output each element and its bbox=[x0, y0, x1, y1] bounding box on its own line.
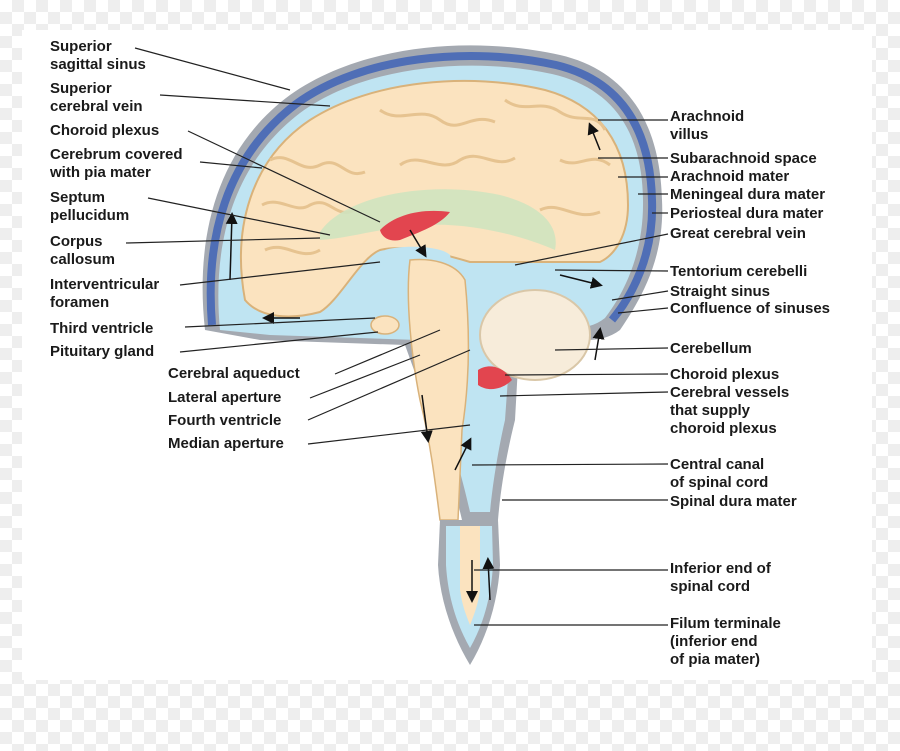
label-confluence-of-sinuses: Confluence of sinuses bbox=[670, 300, 831, 317]
label-superior-sagittal-sinus: Superior sagittal sinus bbox=[50, 38, 146, 73]
label-lateral-aperture: Lateral aperture bbox=[168, 389, 282, 406]
label-cerebral-vessels: Cerebral vessels that supply choroid ple… bbox=[670, 384, 790, 437]
label-corpus-callosum: Corpus callosum bbox=[50, 233, 116, 268]
choroid-plexus-lower bbox=[478, 366, 512, 390]
label-great-cerebral-vein: Great cerebral vein bbox=[670, 225, 806, 242]
label-median-aperture: Median aperture bbox=[168, 435, 284, 452]
label-choroid-plexus-lower: Choroid plexus bbox=[670, 366, 780, 383]
label-tentorium-cerebelli: Tentorium cerebelli bbox=[670, 263, 808, 280]
label-pituitary-gland: Pituitary gland bbox=[50, 343, 155, 360]
label-septum-pellucidum: Septum pellucidum bbox=[50, 189, 130, 224]
csf-flow-arrows bbox=[225, 122, 605, 603]
label-central-canal: Central canal of spinal cord bbox=[670, 456, 769, 491]
leader-lines bbox=[125, 47, 669, 626]
label-choroid-plexus-upper: Choroid plexus bbox=[50, 122, 160, 139]
label-straight-sinus: Straight sinus bbox=[670, 283, 771, 300]
pituitary-gland bbox=[370, 315, 400, 335]
label-inferior-end-spinal-cord: Inferior end of spinal cord bbox=[670, 560, 771, 595]
label-arachnoid-villus: Arachnoid villus bbox=[670, 108, 745, 143]
cerebral-gyri bbox=[261, 98, 611, 256]
label-interventricular-foramen: Interventricular foramen bbox=[50, 276, 160, 311]
brainstem bbox=[407, 258, 470, 521]
choroid-plexus-upper bbox=[380, 210, 450, 241]
label-fourth-ventricle: Fourth ventricle bbox=[168, 412, 282, 429]
label-periosteal-dura-mater: Periosteal dura mater bbox=[670, 205, 824, 222]
superior-sagittal-sinus-band bbox=[206, 51, 657, 326]
label-filum-terminale: Filum terminale (inferior end of pia mat… bbox=[670, 615, 781, 668]
label-cerebral-aqueduct: Cerebral aqueduct bbox=[168, 365, 300, 382]
label-spinal-dura-mater: Spinal dura mater bbox=[670, 493, 797, 510]
label-subarachnoid-space: Subarachnoid space bbox=[670, 150, 817, 167]
label-meningeal-dura-mater: Meningeal dura mater bbox=[670, 186, 826, 203]
label-arachnoid-mater: Arachnoid mater bbox=[670, 168, 790, 185]
label-cerebrum: Cerebrum covered with pia mater bbox=[50, 146, 183, 181]
cerebellum bbox=[479, 289, 591, 381]
label-cerebellum: Cerebellum bbox=[670, 340, 752, 357]
label-superior-cerebral-vein: Superior cerebral vein bbox=[50, 80, 143, 115]
label-third-ventricle: Third ventricle bbox=[50, 320, 154, 337]
